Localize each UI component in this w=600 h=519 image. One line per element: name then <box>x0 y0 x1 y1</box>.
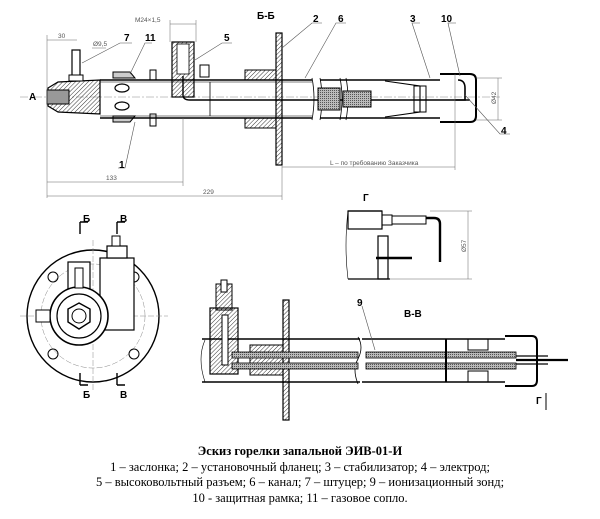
cut-label-v-top: В <box>120 214 127 225</box>
view-arrow-g: Г <box>536 396 542 407</box>
figure-caption: Эскиз горелки запальной ЭИВ-01-И 1 – зас… <box>0 444 600 506</box>
dim-229: 229 <box>203 189 214 196</box>
callout-3: 3 <box>410 14 416 25</box>
view-arrow-a: А <box>29 92 36 103</box>
callout-10: 10 <box>441 14 453 25</box>
callout-4: 4 <box>501 126 507 137</box>
caption-line: 5 – высоковольтный разъем; 6 – канал; 7 … <box>95 475 505 489</box>
callout-9: 9 <box>357 298 363 309</box>
end-view <box>20 221 168 390</box>
dim-30: 30 <box>58 33 66 40</box>
dim-length: L – по требованию Заказчика <box>330 159 419 167</box>
callout-6: 6 <box>338 14 344 25</box>
electrode <box>455 79 466 101</box>
top-dimensions <box>46 20 502 200</box>
mounting-flange <box>275 32 283 166</box>
dim-dia-42: Ø42 <box>491 91 498 104</box>
callout-5: 5 <box>224 33 230 44</box>
caption-line: 1 – заслонка; 2 – установочный фланец; 3… <box>110 459 490 474</box>
protective-frame <box>440 73 477 123</box>
dim-dia-57: Ø57 <box>461 239 468 252</box>
dim-thread: M24×1,5 <box>135 17 161 24</box>
callout-2: 2 <box>313 14 319 25</box>
section-label-bb: Б-Б <box>257 11 275 22</box>
dim-dia-9-5: Ø9,5 <box>93 41 107 48</box>
section-label-vv: В-В <box>404 309 422 320</box>
cut-label-v-bottom: В <box>120 390 127 401</box>
callout-1: 1 <box>119 160 125 171</box>
cut-label-b-top: Б <box>83 214 90 225</box>
callout-leaders <box>81 22 510 169</box>
caption-title: Эскиз горелки запальной ЭИВ-01-И <box>197 444 403 458</box>
view-g <box>345 210 472 280</box>
cut-label-b-bottom: Б <box>83 390 90 401</box>
mounting-flange-section <box>282 299 290 421</box>
section-vv <box>200 279 568 421</box>
caption-line: 10 - защитная рамка; 11 – газовое сопло. <box>192 490 408 505</box>
top-section-view <box>20 32 500 166</box>
dim-133: 133 <box>106 175 117 182</box>
callout-7: 7 <box>124 33 130 44</box>
gas-nozzle-body <box>47 79 101 115</box>
callout-11: 11 <box>145 33 156 44</box>
view-label-g: Г <box>363 193 369 204</box>
